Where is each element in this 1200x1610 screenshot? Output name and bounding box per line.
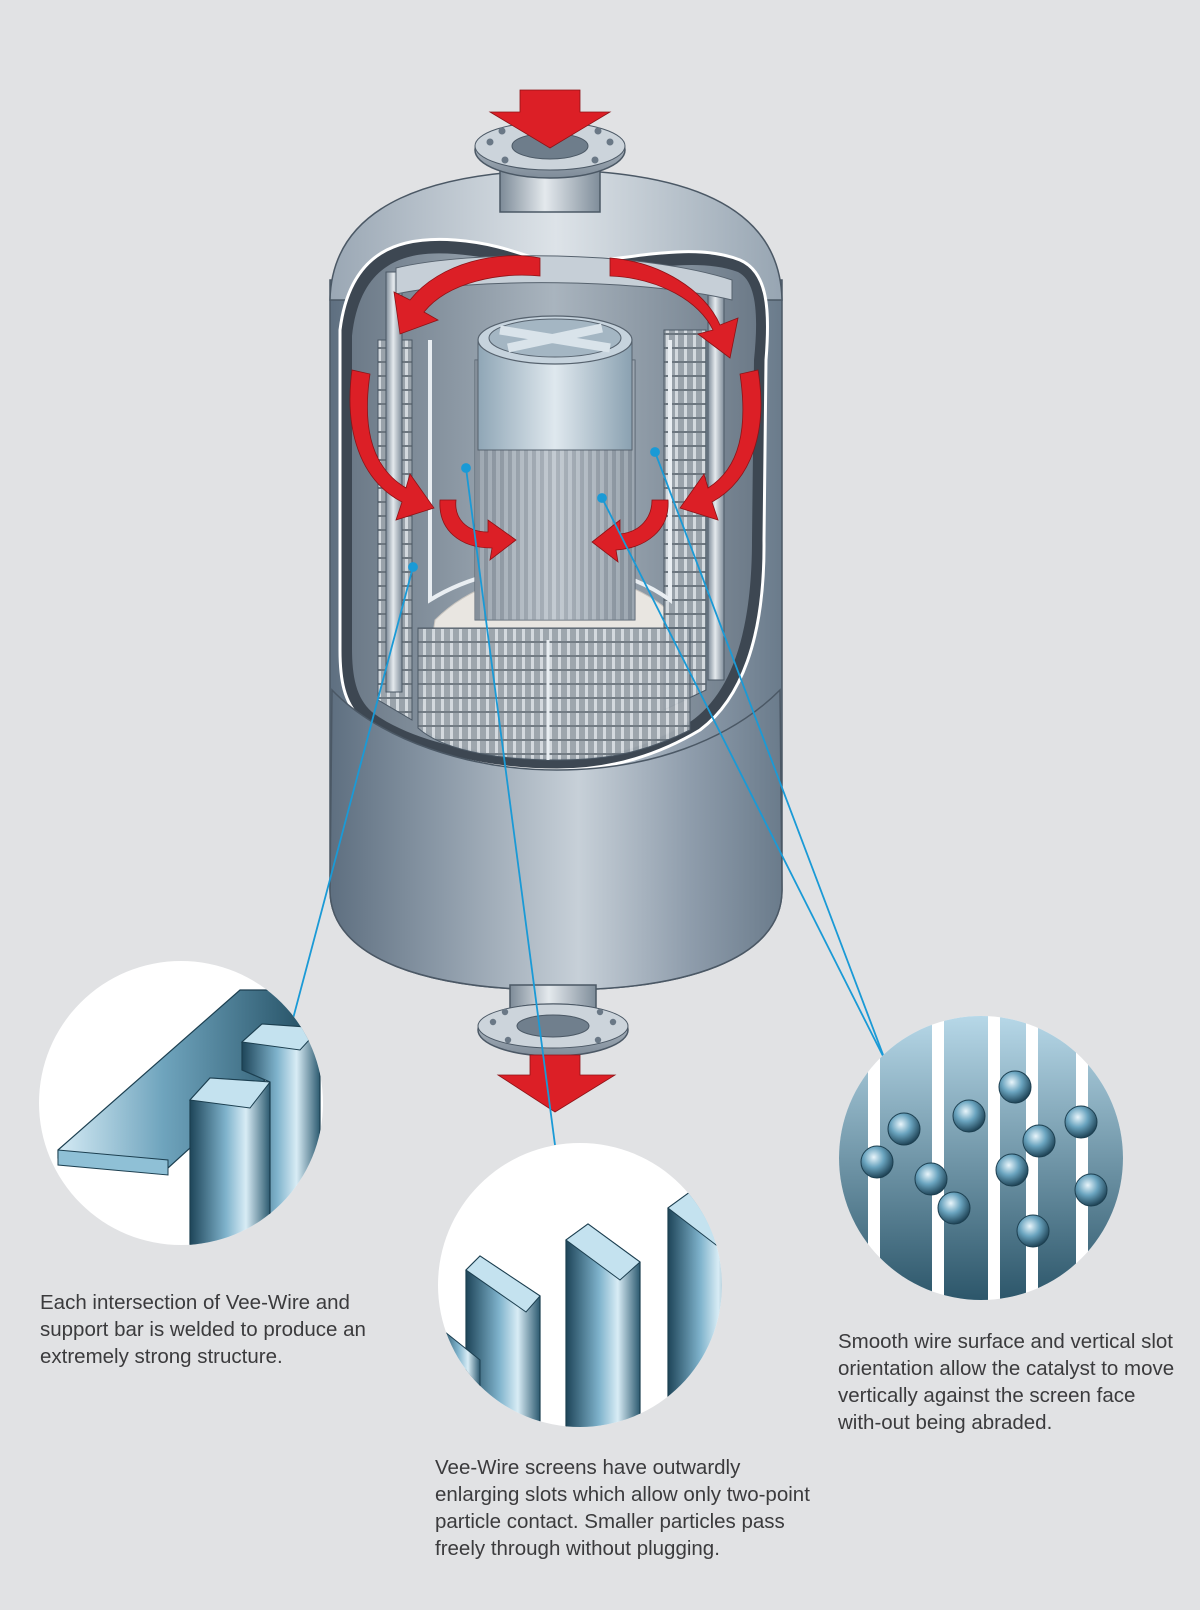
flow-inward-left-icon	[439, 499, 517, 561]
caption-smooth-surface: Smooth wire surface and vertical slot or…	[838, 1330, 1175, 1434]
vessel	[329, 121, 783, 1057]
inlet-arrow-icon	[488, 89, 612, 149]
flow-curve-top-left-icon	[393, 255, 541, 335]
detail-weld	[39, 961, 323, 1245]
flow-inward-right-icon	[591, 499, 669, 563]
flow-curve-right-icon	[679, 369, 762, 521]
caption-weld: Each intersection of Vee-Wire and suppor…	[40, 1291, 366, 1368]
leader-lines	[289, 447, 886, 1146]
detail-slots	[438, 1143, 722, 1427]
flow-curve-left-icon	[349, 369, 435, 521]
flow-arrows	[349, 89, 762, 1113]
flow-curve-top-right-icon	[609, 257, 739, 359]
caption-enlarging-slots: Vee-Wire screens have outwardly enlargin…	[435, 1456, 810, 1560]
detail-smooth	[839, 1016, 1123, 1300]
outlet-arrow-icon	[496, 1054, 617, 1113]
